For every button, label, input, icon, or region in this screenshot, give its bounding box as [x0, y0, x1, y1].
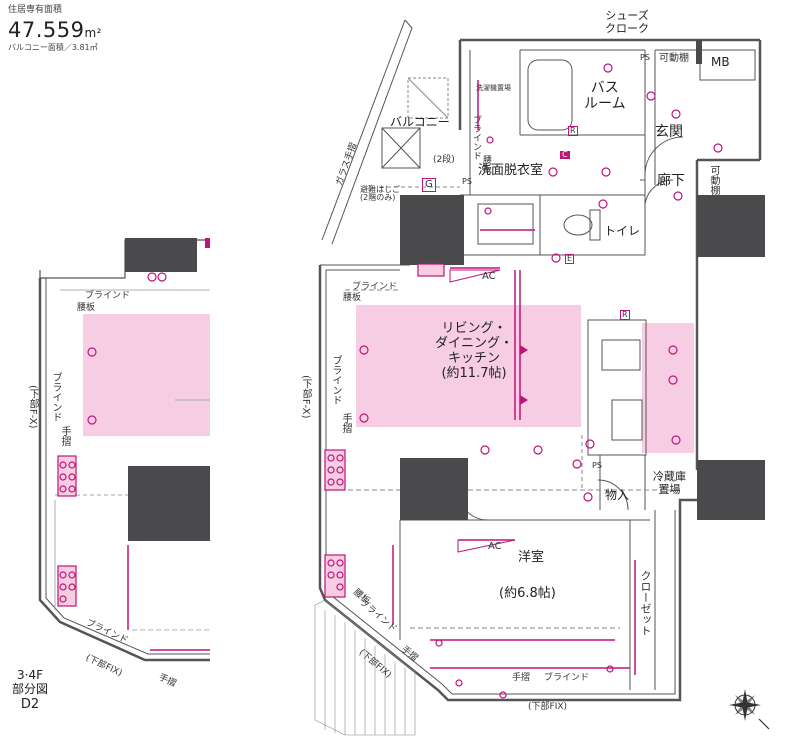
- label-handrail-left: 手摺: [340, 413, 351, 433]
- partial-handrail-side: 手摺: [59, 426, 70, 446]
- partial-outlets: [57, 272, 167, 607]
- label-r-mark: R: [568, 126, 578, 136]
- floor-heating-kitchen: [642, 323, 694, 453]
- room-shoes-closet: シューズ クローク: [605, 9, 649, 35]
- area-number: 47.559: [8, 18, 85, 42]
- label-gas-mark: G: [422, 178, 436, 192]
- label-blind-left-top: ブラインド: [352, 282, 398, 292]
- room-storage: 物入: [605, 488, 630, 502]
- floor-heating-ldk: [356, 305, 581, 427]
- balcony-hatch: [314, 599, 416, 736]
- label-e-mark: E: [565, 254, 575, 264]
- column-partial-middle: [128, 466, 210, 541]
- label-ac-western: AC: [488, 541, 502, 552]
- label-blind-left: ブラインド: [330, 355, 341, 405]
- room-bathroom: バス ルーム: [584, 80, 626, 113]
- column-2: [400, 458, 468, 520]
- label-ac-ldk: AC: [482, 271, 496, 282]
- room-western-size: (約6.8帖): [499, 586, 556, 601]
- room-entrance: 玄関: [655, 124, 683, 140]
- room-fridge: 冷蔵庫 置場: [653, 470, 686, 496]
- partial-code: D2: [20, 696, 40, 712]
- area-value: 47.559m²: [8, 20, 102, 41]
- partial-blind-top: ブラインド: [85, 291, 131, 301]
- column-partial-top: [125, 238, 197, 272]
- partial-title: 部分図: [12, 682, 49, 697]
- label-step: (2段): [433, 155, 455, 165]
- label-fix-left: (下部F-X): [300, 375, 311, 419]
- room-western: 洋室: [518, 550, 545, 565]
- area-label: 住居専有面積: [8, 5, 63, 15]
- room-hallway: 廊下: [657, 173, 685, 189]
- column-4: [697, 460, 765, 520]
- room-ldk: リビング・ ダイニング・ キッチン (約11.7帖): [435, 321, 514, 381]
- room-movable-shelf-side: 可動棚: [708, 165, 719, 195]
- column-3: [697, 195, 765, 257]
- room-closet: クローゼット: [639, 570, 652, 636]
- room-washroom: 洗面脱衣室: [478, 163, 544, 178]
- room-movable-shelf-top: 可動棚: [659, 53, 689, 64]
- label-blind-wash: ブラインド: [471, 115, 481, 160]
- label-fix-bottom: (下部FIX): [528, 702, 568, 712]
- label-baseboard-wash: 腰板: [481, 155, 491, 173]
- room-toilet: トイレ: [604, 224, 641, 238]
- balcony-area: バルコニー面積／3.81㎡: [8, 43, 98, 52]
- label-evac-ladder: 避難はしご (2階のみ): [360, 185, 400, 202]
- label-blind-bottom: ブラインド: [544, 673, 590, 683]
- outlets: [324, 63, 723, 699]
- compass-rose-icon: [729, 689, 770, 730]
- label-ps-1: PS: [640, 53, 650, 62]
- label-r-mark-kitchen: R: [620, 310, 630, 320]
- partial-blind-side: ブラインド: [50, 372, 61, 422]
- partial-fix-side: (下部F-X): [27, 385, 38, 429]
- label-baseboard-left: 腰板: [343, 293, 362, 303]
- room-mb: MB: [711, 55, 730, 69]
- room-balcony: バルコニー: [390, 115, 450, 129]
- area-unit: m²: [84, 26, 102, 40]
- label-handrail-bottom: 手摺: [512, 673, 531, 683]
- partial-view-label: 3·4F 部分図 D2: [12, 668, 48, 712]
- label-ps-2: PS: [462, 177, 472, 186]
- partial-view-plan: [38, 239, 210, 662]
- label-washer: 洗濯機置場: [476, 84, 511, 92]
- partial-floors: 3·4F: [17, 668, 43, 682]
- label-ps-3: PS: [592, 461, 602, 470]
- partial-baseboard: 腰板: [77, 303, 96, 313]
- column-1: [400, 195, 464, 265]
- label-c-mark: C: [560, 150, 570, 159]
